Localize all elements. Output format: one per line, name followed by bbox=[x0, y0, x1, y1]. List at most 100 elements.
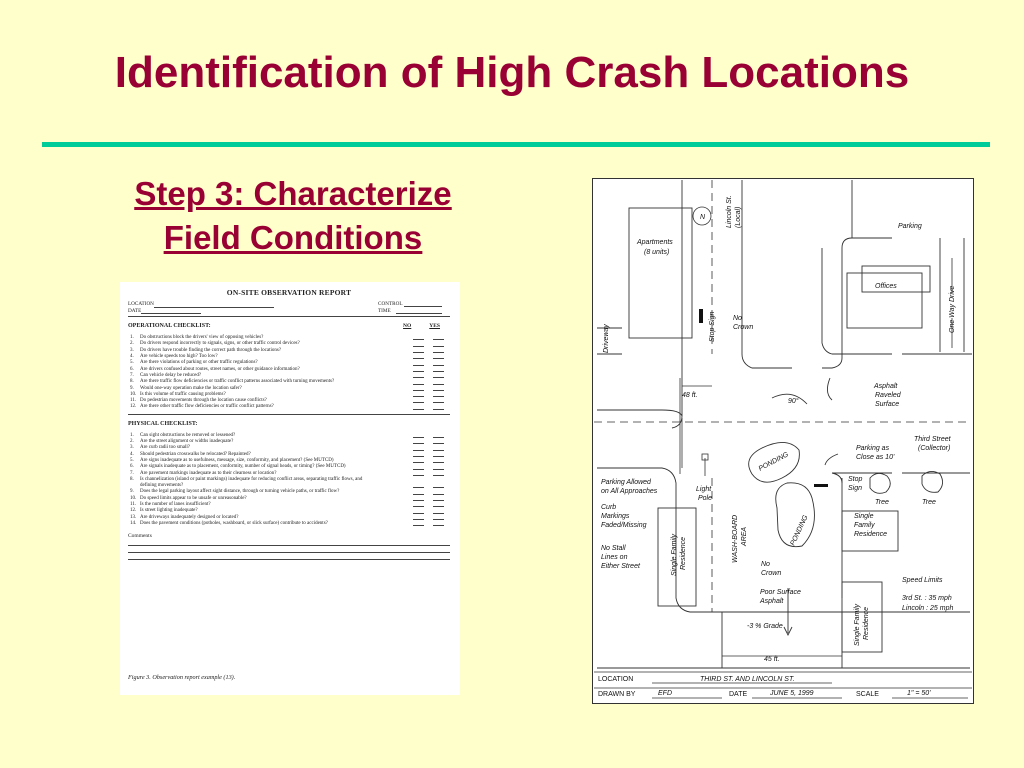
third-street-label-2: (Collector) bbox=[918, 445, 950, 452]
form-caption: Figure 3. Observation report example (13… bbox=[128, 674, 236, 681]
grade-label: -3 % Grade bbox=[747, 623, 783, 630]
checklist-item-text: Are the street alignment or widths inade… bbox=[140, 439, 234, 445]
angle-label: 90° bbox=[788, 397, 799, 405]
checklist-item-text: Do speed limits appear to be unsafe or u… bbox=[140, 495, 247, 501]
parking-close-label-1: Parking as bbox=[856, 445, 890, 452]
physical-items: 1. Can sight obstructions be removed or l… bbox=[128, 433, 450, 527]
checklist-item-number: 10. bbox=[130, 495, 137, 501]
checklist-item: 5. Are signs inadequate as to usefulness,… bbox=[128, 458, 450, 464]
checklist-item-text: Do drivers have trouble finding the corr… bbox=[140, 347, 282, 353]
checklist-item-text: Are there violations of parking or other… bbox=[140, 360, 258, 366]
checklist-item-text: Would one-way operation make the locatio… bbox=[140, 385, 242, 391]
sfr-left-label-1: Single Family bbox=[671, 533, 678, 576]
parking-close-label-2: Close as 10' bbox=[856, 454, 895, 461]
checklist-item-number: 5. bbox=[130, 360, 134, 366]
checklist-item-number: 2. bbox=[130, 439, 134, 445]
checklist-item-number: 9. bbox=[130, 385, 134, 391]
checklist-item-number: 1. bbox=[130, 335, 134, 341]
checklist-item-number: 2. bbox=[130, 341, 134, 347]
tb-scale-label: SCALE bbox=[856, 691, 879, 698]
parking-allowed-1: Parking Allowed bbox=[601, 479, 652, 486]
tb-drawn-value: EFD bbox=[658, 690, 672, 697]
checklist-item-number: 6. bbox=[130, 366, 134, 372]
tb-location-value: THIRD ST. AND LINCOLN ST. bbox=[700, 676, 795, 683]
curb-label-3: Faded/Missing bbox=[601, 522, 647, 529]
tb-drawn-label: DRAWN BY bbox=[598, 691, 636, 698]
checklist-item: 4.Should pedestrian crosswalks be reloca… bbox=[128, 452, 450, 458]
offices-label: Offices bbox=[875, 283, 897, 290]
no-column-label: NO bbox=[403, 323, 412, 330]
checklist-item: 6. Are drivers confused about routes, str… bbox=[128, 367, 450, 373]
curb-label-1: Curb bbox=[601, 504, 616, 511]
stall-label-3: Either Street bbox=[601, 563, 641, 570]
local-label: (Local) bbox=[735, 207, 742, 228]
checklist-item-number: 1. bbox=[130, 432, 134, 438]
stall-label-1: No Stall bbox=[601, 545, 626, 552]
checklist-item-text: Is street lighting inadequate? bbox=[140, 508, 198, 514]
parking-allowed-2: on All Approaches bbox=[601, 488, 658, 495]
checklist-item-text: Do obstructions block the drivers' view … bbox=[140, 335, 264, 341]
tree-label-1: Tree bbox=[875, 499, 889, 506]
light-pole-label-2: Pole bbox=[698, 495, 712, 502]
tb-scale-value: 1" = 50' bbox=[907, 690, 931, 697]
checklist-item: 11.Is the number of lanes insufficient? bbox=[128, 502, 450, 508]
checklist-item-text: Are signs inadequate as to usefulness, m… bbox=[140, 457, 334, 463]
no-crown-top-1: No bbox=[733, 315, 742, 322]
lincoln-label: Lincoln St. bbox=[726, 195, 733, 228]
slide-subtitle: Step 3: Characterize Field Conditions bbox=[88, 172, 498, 260]
asphalt-label-3: Surface bbox=[875, 401, 899, 408]
checklist-item-number: 10. bbox=[130, 391, 137, 397]
curb-label-2: Markings bbox=[601, 513, 630, 520]
no-crown-top-2: Crown bbox=[733, 324, 753, 331]
checklist-item-text: Do pedestrian movements through the loca… bbox=[140, 398, 267, 404]
sfr-br-label-1: Single Family bbox=[854, 603, 861, 646]
units-label: (8 units) bbox=[644, 249, 669, 256]
checklist-item-text: Are vehicle speeds too high? Too low? bbox=[140, 354, 218, 360]
checklist-item: 2. Are the street alignment or widths ina… bbox=[128, 439, 450, 445]
checklist-item: 12.Is street lighting inadequate? bbox=[128, 508, 450, 514]
asphalt-label-2: Raveled bbox=[875, 392, 902, 399]
checklist-item: 7.Can vehicle delay be reduced? bbox=[128, 373, 450, 379]
tb-date-value: JUNE 5, 1999 bbox=[769, 690, 814, 697]
checklist-item-number: 7. bbox=[130, 372, 134, 378]
washboard-label-1: WASH-BOARD bbox=[732, 515, 739, 563]
checklist-item-number: 8. bbox=[130, 379, 134, 385]
checklist-item-number: 11. bbox=[130, 398, 137, 404]
form-time-label: TIME bbox=[378, 307, 391, 314]
checklist-item: 9.Does the legal parking layout affect s… bbox=[128, 489, 450, 495]
checklist-item-text: Are drivers confused about routes, stree… bbox=[140, 366, 300, 372]
checklist-item: 2.Do drivers respond incorrectly to sign… bbox=[128, 341, 450, 347]
checklist-item: 10.Do speed limits appear to be unsafe o… bbox=[128, 496, 450, 502]
speed-limits-title: Speed Limits bbox=[902, 577, 943, 584]
checklist-item-number: 3. bbox=[130, 445, 134, 451]
checklist-item-text: Are curb radii too small? bbox=[140, 445, 190, 451]
comments-label: Comments bbox=[128, 533, 152, 540]
tree-label-2: Tree bbox=[922, 499, 936, 506]
checklist-item-number: 8. bbox=[130, 476, 134, 482]
yes-column-label: YES bbox=[429, 323, 440, 330]
form-control-label: CONTROL bbox=[378, 301, 403, 307]
checklist-item: 4.Are vehicle speeds too high? Too low? bbox=[128, 354, 450, 360]
asphalt-label-1: Asphalt bbox=[873, 383, 898, 390]
stop-sign-vertical-label: Stop Sign bbox=[709, 312, 716, 342]
diagram-svg: N Lincoln St. (Local) Parking Apartments… bbox=[592, 178, 974, 704]
observation-report-image: ON-SITE OBSERVATION REPORT LOCATION CONT… bbox=[120, 282, 460, 695]
sfr-left-label-2: Residence bbox=[680, 537, 687, 570]
apartments-label: Apartments bbox=[636, 239, 673, 246]
tb-date-label: DATE bbox=[729, 691, 747, 698]
operational-heading: OPERATIONAL CHECKLIST: bbox=[128, 323, 211, 330]
parking-label: Parking bbox=[898, 223, 922, 230]
no-crown-bottom-2: Crown bbox=[761, 570, 781, 577]
checklist-item-text: Can sight obstructions be removed or les… bbox=[140, 432, 236, 438]
checklist-item-text: Are there other traffic flow deficiencie… bbox=[140, 404, 274, 410]
checklist-item-text: Is channelization (island or paint marki… bbox=[140, 476, 363, 489]
light-pole-label-1: Light bbox=[696, 486, 712, 493]
form-title: ON-SITE OBSERVATION REPORT bbox=[226, 288, 352, 297]
checklist-item: 12.Are there other traffic flow deficien… bbox=[128, 404, 450, 410]
poor-surface-label-2: Asphalt bbox=[759, 598, 784, 605]
no-crown-bottom-1: No bbox=[761, 561, 770, 568]
checklist-item-number: 7. bbox=[130, 470, 134, 476]
one-way-label: One Way Drive bbox=[949, 286, 956, 333]
checklist-item-number: 14. bbox=[130, 520, 137, 526]
checklist-item-number: 5. bbox=[130, 457, 134, 463]
